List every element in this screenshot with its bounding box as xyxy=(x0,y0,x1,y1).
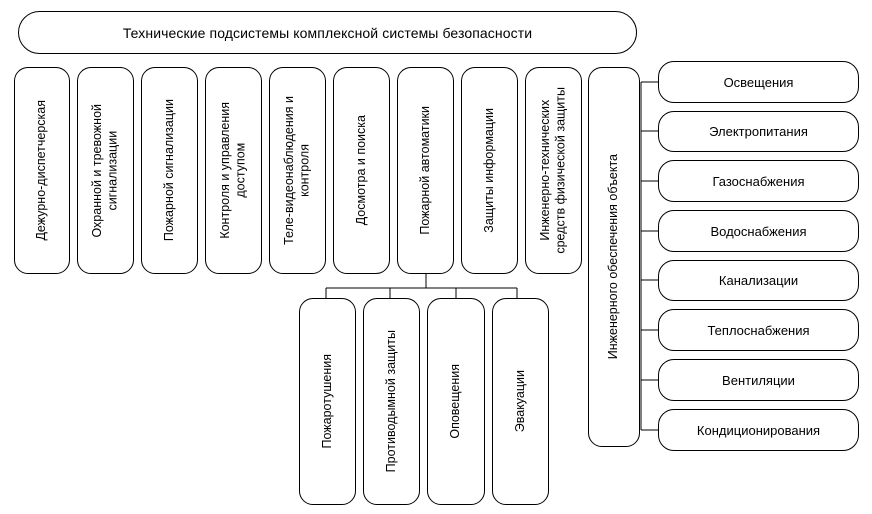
evacuation: Эвакуации xyxy=(492,298,549,505)
eng-ventilation: Вентиляции xyxy=(658,359,859,401)
fire-automation-label: Противодымной защиты xyxy=(383,330,398,473)
eng-water-supply: Водоснабжения xyxy=(658,210,859,252)
subsystem-engineering-support: Инженерного обеспечения объекта xyxy=(588,67,640,447)
fire-automation-label: Эвакуации xyxy=(512,370,527,433)
subsystem-access-control: Контроля и управления доступом xyxy=(205,67,262,274)
subsystem-label: Защиты информации xyxy=(481,108,496,233)
eng-power-supply: Электропитания xyxy=(658,111,859,152)
subsystem-physical-protection: Инженерно-технических средств физической… xyxy=(525,67,582,274)
subsystem-duty-dispatch: Дежурно-диспетчерская xyxy=(14,67,70,274)
eng-lighting: Освещения xyxy=(658,61,859,103)
smoke-protection: Противодымной защиты xyxy=(363,298,420,505)
subsystem-label: Теле-видеонаблюдения и контроля xyxy=(281,96,312,245)
fire-automation-label: Пожаротушения xyxy=(319,354,334,449)
fire-automation-label: Оповещения xyxy=(448,364,463,439)
diagram-title: Технические подсистемы комплексной систе… xyxy=(18,11,637,54)
notification: Оповещения xyxy=(427,298,485,505)
subsystem-label: Охранной и тревожной сигнализации xyxy=(89,103,120,238)
subsystem-information-security: Защиты информации xyxy=(461,67,518,274)
subsystem-label: Досмотра и поиска xyxy=(353,115,368,226)
eng-heat-supply: Теплоснабжения xyxy=(658,309,859,351)
subsystem-video-surveillance: Теле-видеонаблюдения и контроля xyxy=(269,67,326,274)
subsystem-security-alarm: Охранной и тревожной сигнализации xyxy=(77,67,134,274)
eng-gas-supply: Газоснабжения xyxy=(658,160,859,202)
eng-air-conditioning: Кондиционирования xyxy=(658,409,859,451)
subsystem-fire-automation: Пожарной автоматики xyxy=(397,67,454,274)
subsystem-label: Инженерно-технических средств физической… xyxy=(537,87,568,254)
subsystem-fire-alarm: Пожарной сигнализации xyxy=(141,67,198,274)
subsystem-label: Инженерного обеспечения объекта xyxy=(606,154,621,360)
fire-extinguishing: Пожаротушения xyxy=(299,298,356,505)
subsystem-inspection-search: Досмотра и поиска xyxy=(333,67,390,274)
subsystem-label: Контроля и управления доступом xyxy=(217,102,248,239)
subsystem-label: Дежурно-диспетчерская xyxy=(34,100,49,241)
subsystem-label: Пожарной сигнализации xyxy=(161,99,176,242)
eng-sewerage: Канализации xyxy=(658,260,859,301)
subsystem-label: Пожарной автоматики xyxy=(417,106,432,235)
